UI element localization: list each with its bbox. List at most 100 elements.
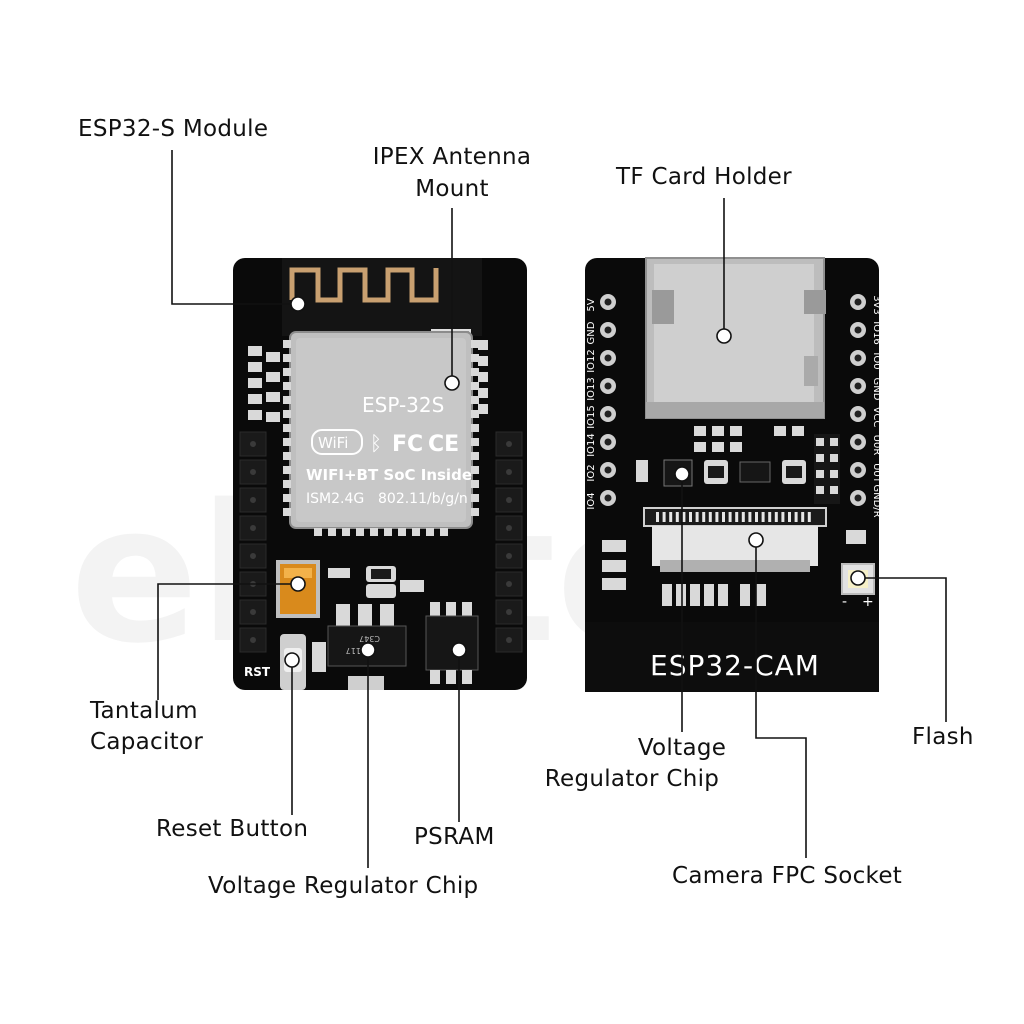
label-ipex-antenna-mount-line1: IPEX Antenna: [372, 144, 532, 170]
left-board: ESP-32S WiFi ᛒ FC CE WIFI+BT SoC Inside …: [233, 258, 527, 690]
fpc-pin: [755, 512, 758, 522]
pin-label: IO2: [586, 464, 597, 481]
pin-label: VCC: [871, 407, 882, 428]
fpc-pin: [807, 512, 811, 522]
label-voltage-regulator-right-line1: Voltage: [637, 735, 727, 761]
module-pad: [471, 424, 479, 432]
fpc-pin: [774, 512, 778, 522]
fpc-pin: [794, 512, 798, 522]
label-reset-button: Reset Button: [156, 816, 309, 842]
module-pad: [471, 494, 479, 502]
fpc-pin: [728, 512, 732, 522]
module-pad: [440, 528, 448, 536]
module-pad: [283, 424, 291, 432]
module-pad: [398, 528, 406, 536]
module-pad: [283, 410, 291, 418]
module-line2b: 802.11/b/g/n: [378, 491, 468, 507]
flash-minus-silk: -: [842, 594, 847, 610]
fpc-pin: [669, 512, 673, 522]
ce-logo: CE: [428, 432, 459, 457]
header-pin: [495, 627, 523, 653]
module-pads: [283, 340, 479, 536]
psram-chip: [425, 602, 479, 684]
pin-label: GND: [871, 378, 882, 401]
right-header-left: [600, 294, 616, 506]
pin-label: GND/R: [871, 484, 882, 517]
module-pad: [283, 480, 291, 488]
fpc-pin: [722, 512, 725, 522]
module-pad: [356, 528, 364, 536]
pin-label: U0R: [871, 435, 882, 456]
module-pad: [471, 368, 479, 376]
pin-label: IO16: [871, 321, 882, 345]
module-pad: [283, 368, 291, 376]
header-pin: [495, 459, 523, 485]
flash-plus-silk: +: [862, 594, 874, 610]
board-name-silk: ESP32-CAM: [650, 649, 820, 682]
label-camera-fpc-socket: Camera FPC Socket: [672, 863, 903, 889]
label-psram: PSRAM: [414, 824, 495, 850]
module-pad: [426, 528, 434, 536]
label-tf-card-holder: TF Card Holder: [616, 164, 792, 190]
fpc-pin: [702, 512, 706, 522]
right-header-right: [850, 294, 866, 506]
pin-label: 3V3: [871, 295, 882, 315]
module-pad: [471, 382, 479, 390]
wifi-logo: WiFi: [318, 434, 348, 452]
module-pad: [471, 410, 479, 418]
pin-label: IO0: [871, 352, 882, 369]
smd-components-left: [248, 346, 280, 422]
fpc-pin: [695, 512, 699, 522]
fpc-pin: [682, 512, 686, 522]
fpc-pin: [662, 512, 666, 522]
bluetooth-icon: ᛒ: [370, 431, 382, 455]
pin-label: U0T: [871, 463, 882, 484]
module-pad: [370, 528, 378, 536]
label-tantalum-line2: Capacitor: [90, 729, 204, 755]
module-pad: [471, 466, 479, 474]
fpc-pin: [788, 512, 791, 522]
pin-label: IO12: [586, 349, 597, 373]
module-pad: [283, 382, 291, 390]
fpc-pin: [656, 512, 659, 522]
module-line2a: ISM2.4G: [306, 491, 364, 507]
module-pad: [471, 480, 479, 488]
smd-components-bottom: [602, 530, 866, 606]
module-line1: WIFI+BT SoC Inside: [306, 466, 472, 484]
pin-label: IO4: [586, 492, 597, 509]
module-pad: [328, 528, 336, 536]
module-pad: [283, 396, 291, 404]
module-pad: [471, 508, 479, 516]
label-tantalum-line1: Tantalum: [90, 698, 198, 724]
label-esp32s-module: ESP32-S Module: [78, 116, 269, 142]
module-pad: [471, 438, 479, 446]
module-pad: [283, 494, 291, 502]
module-pad: [384, 528, 392, 536]
label-flash: Flash: [912, 724, 974, 750]
module-pad: [471, 452, 479, 460]
svg-text:1117: 1117: [346, 646, 366, 655]
pin-label: GND: [586, 321, 597, 344]
leader-markers: [284, 296, 866, 668]
label-ipex-antenna-mount-line2: Mount: [415, 176, 489, 202]
module-pad: [412, 528, 420, 536]
smd-components-right: [478, 340, 488, 414]
module-pad: [314, 528, 322, 536]
fpc-pin: [715, 512, 719, 522]
fpc-pin: [781, 512, 785, 522]
rst-silk: RST: [244, 665, 271, 679]
fpc-pin: [675, 512, 679, 522]
pin-label: IO14: [586, 433, 597, 457]
module-pad: [471, 340, 479, 348]
label-voltage-regulator-right-line2: Regulator Chip: [544, 766, 720, 792]
led: [328, 568, 350, 578]
module-pad: [283, 340, 291, 348]
smd-components-center: [636, 426, 840, 504]
fpc-pin: [735, 512, 739, 522]
module-pad: [471, 354, 479, 362]
antenna-trace: [289, 267, 439, 303]
